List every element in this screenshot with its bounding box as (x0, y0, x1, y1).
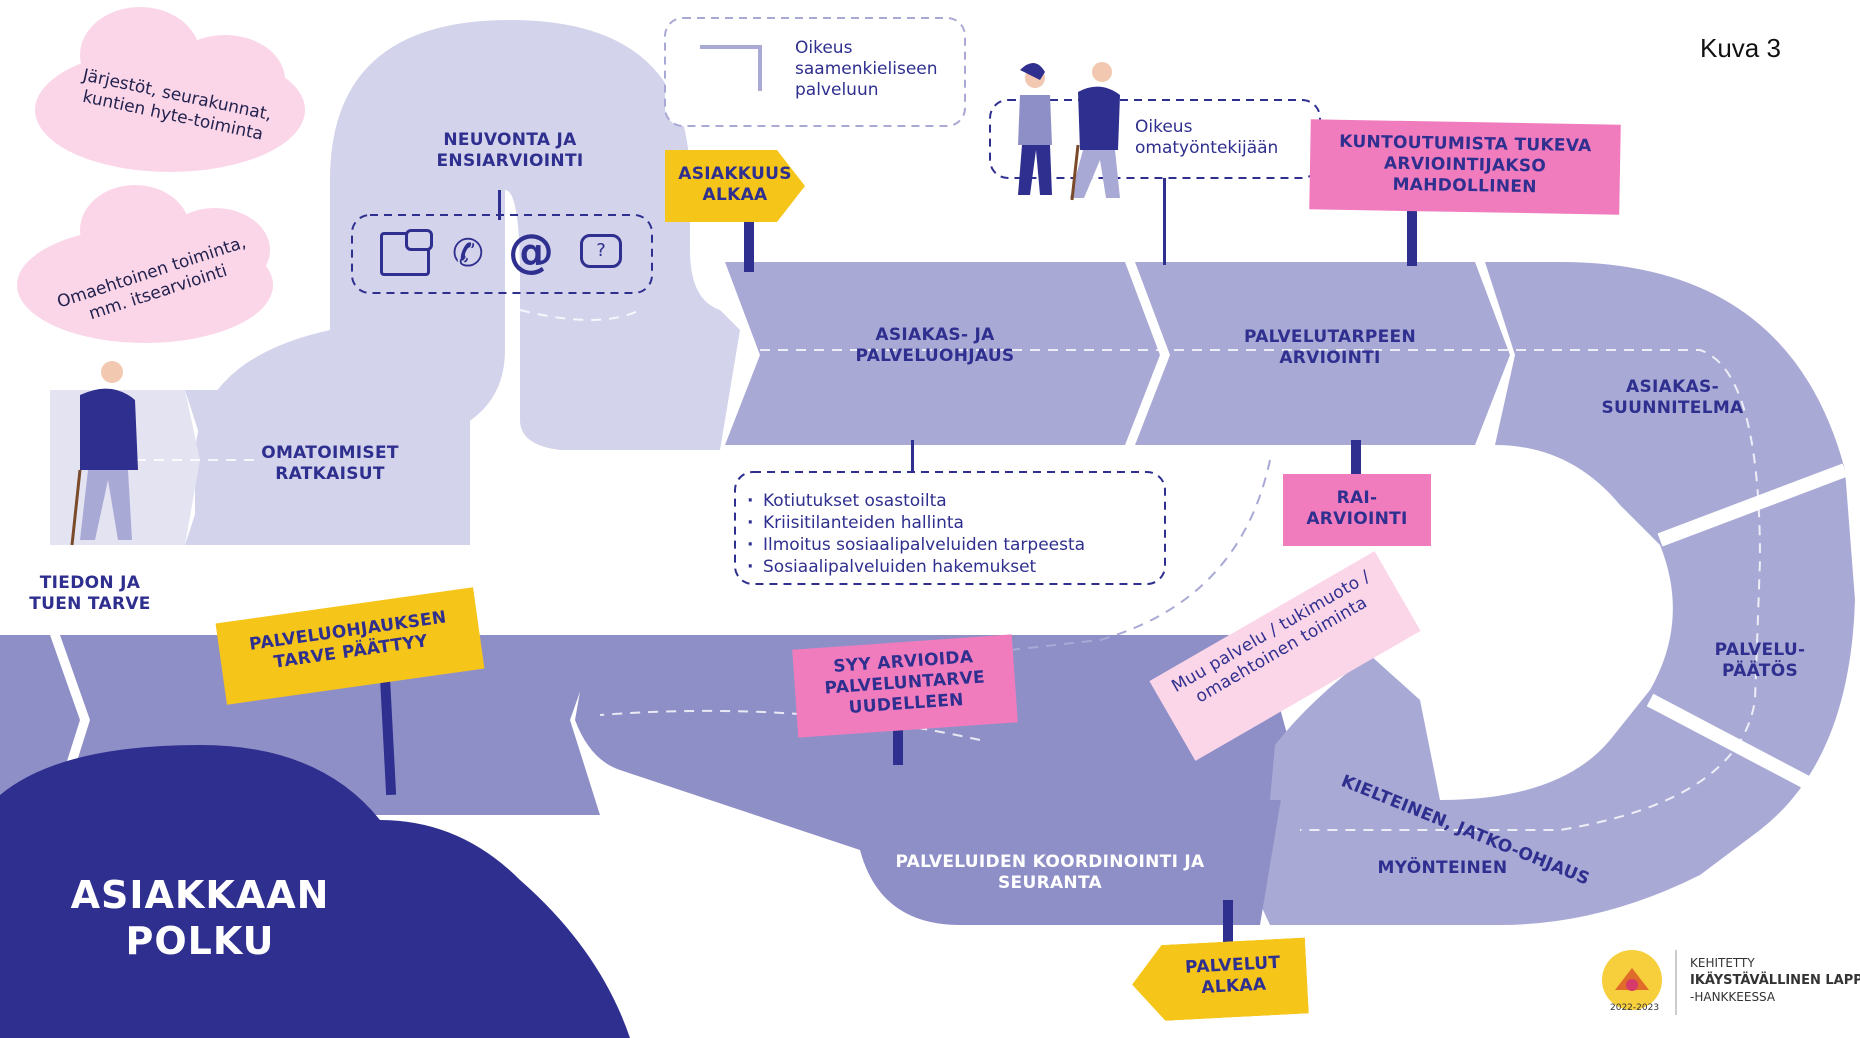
logo-text: KEHITETTY IKÄYSTÄVÄLLINEN LAPPI -HANKKEE… (1690, 955, 1860, 1006)
list-item: Kriisitilanteiden hallinta (763, 512, 1205, 534)
diagram-title: ASIAKKAAN POLKU (70, 873, 330, 963)
sign-palvelut-alkaa-text: PALVELUT ALKAA (1184, 952, 1281, 998)
intake-list: Kotiutukset osastoilta Kriisitilanteiden… (735, 472, 1205, 578)
at-sign-icon: @ (508, 224, 554, 278)
stage-koordinointi: PALVELUIDEN KOORDINOINTI JA SEURANTA (895, 852, 1205, 893)
stage-myonteinen: MYÖNTEINEN (1377, 858, 1508, 878)
logo-badge-text: 2022-2023 (1610, 1003, 1660, 1013)
logo-line2: IKÄYSTÄVÄLLINEN LAPPI (1690, 973, 1860, 988)
logo-line3: -HANKKEESSA (1690, 990, 1776, 1004)
note-saame: Oikeus saamenkieliseen palveluun (795, 38, 938, 100)
list-item: Kotiutukset osastoilta (763, 490, 1205, 512)
project-logo (1602, 950, 1677, 1015)
video-chat-icon (380, 229, 433, 276)
sign-rai-text: RAI- ARVIOINTI (1306, 488, 1408, 529)
elderly-person-icon (70, 361, 138, 546)
sign-syy-arvioida-text: SYY ARVIOIDA PALVELUNTARVE UUDELLEEN (823, 647, 986, 718)
sign-rai: RAI- ARVIOINTI (1283, 474, 1431, 546)
corner-bracket-icon (700, 45, 762, 91)
cloud-organisations (35, 7, 305, 172)
stage-omatoimiset: OMATOIMISET RATKAISUT (261, 443, 399, 484)
stage-asiakasohjaus: ASIAKAS- JA PALVELUOHJAUS (855, 325, 1015, 366)
sign-asiakkuus-alkaa: ASIAKKUUS ALKAA (665, 150, 805, 222)
caregiver-couple-icon (1018, 62, 1120, 201)
sign-kuntoutumista-text: KUNTOUTUMISTA TUKEVA ARVIOINTIJAKSO MAHD… (1339, 131, 1592, 198)
list-item: Sosiaalipalveluiden hakemukset (763, 556, 1205, 578)
stage-asiakassuunnitelma: ASIAKAS- SUUNNITELMA (1601, 377, 1744, 418)
sign-asiakkuus-alkaa-text: ASIAKKUUS ALKAA (678, 164, 792, 205)
start-label: TIEDON JA TUEN TARVE (29, 573, 151, 614)
stage-palvelutarve: PALVELUTARPEEN ARVIOINTI (1244, 327, 1416, 368)
note-omatyontekija: Oikeus omatyöntekijään (1135, 117, 1279, 158)
cloud-self-initiative (17, 185, 273, 343)
figure-label: Kuva 3 (1700, 33, 1781, 63)
stage-palvelupaatos: PALVELU- PÄÄTÖS (1714, 640, 1806, 681)
list-item: Ilmoitus sosiaalipalveluiden tarpeesta (763, 534, 1205, 556)
sign-palveluohjaus-paattyy-text: PALVELUOHJAUKSEN TARVE PÄÄTTYY (248, 607, 448, 673)
sign-syy-arvioida: SYY ARVIOIDA PALVELUNTARVE UUDELLEEN (792, 634, 1018, 738)
question-bubble-icon: ? (580, 234, 622, 268)
phone-icon: ✆ (452, 231, 484, 275)
sign-kuntoutumista: KUNTOUTUMISTA TUKEVA ARVIOINTIJAKSO MAHD… (1309, 119, 1621, 215)
logo-line1: KEHITETTY (1690, 956, 1755, 970)
stage-neuvonta: NEUVONTA JA ENSIARVIOINTI (436, 130, 584, 171)
